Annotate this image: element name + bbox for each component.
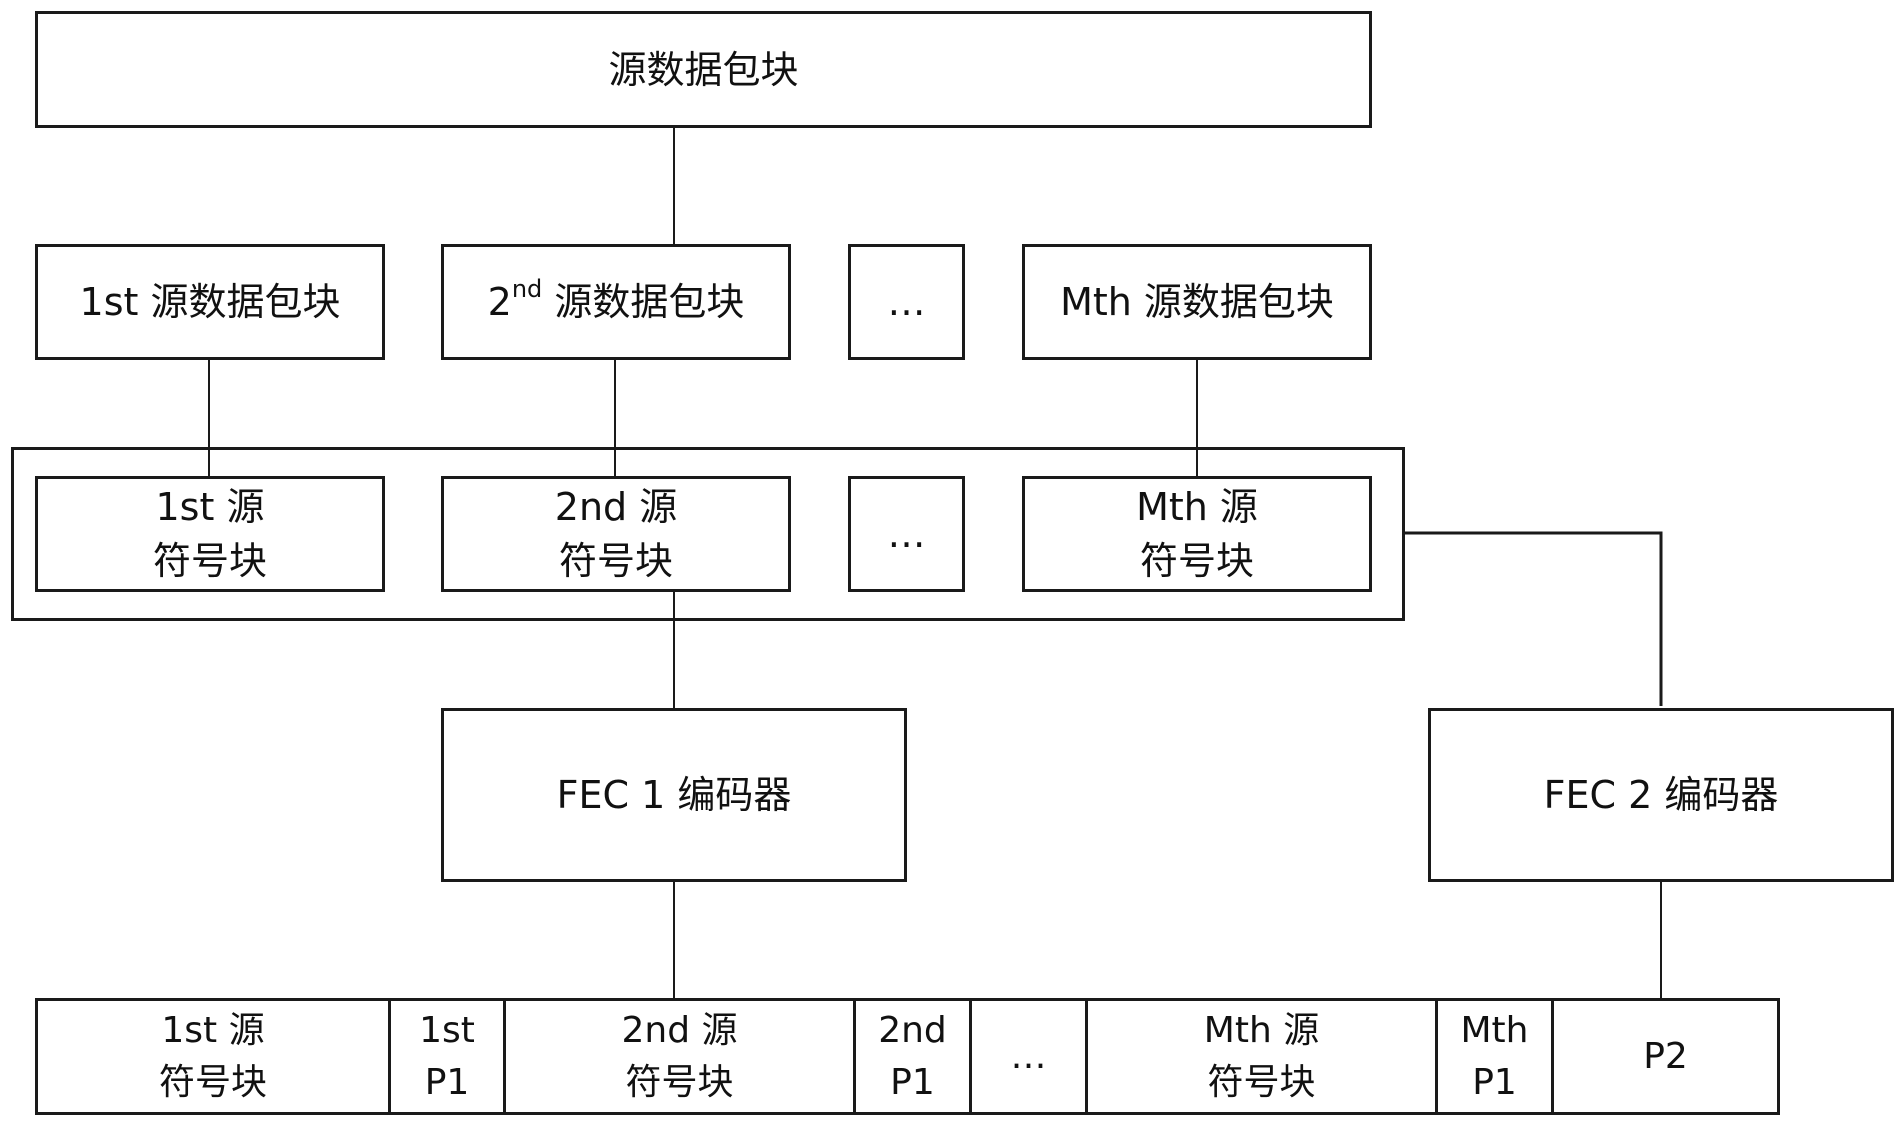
output-cell-1st-p1: 1st P1 — [388, 1001, 503, 1112]
output-cell-1st-p1-line1: 1st — [419, 1005, 475, 1057]
symbol-block-ellipsis-label: … — [888, 507, 926, 561]
packet-block-2nd: 2nd 源数据包块 — [441, 244, 791, 360]
symbol-block-mth: Mth 源 符号块 — [1022, 476, 1372, 592]
source-packet-block: 源数据包块 — [35, 11, 1372, 128]
output-cell-1st-source: 1st 源 符号块 — [38, 1001, 388, 1112]
line-group-to-fec2 — [1405, 533, 1661, 706]
packet-block-ellipsis: … — [848, 244, 965, 360]
packet-block-1st-label: 1st 源数据包块 — [80, 275, 341, 329]
output-cell-2nd-p1: 2nd P1 — [853, 1001, 969, 1112]
packet-block-2nd-sup: nd — [512, 275, 542, 303]
fec1-encoder: FEC 1 编码器 — [441, 708, 907, 882]
packet-block-ellipsis-label: … — [888, 275, 926, 329]
symbol-block-1st: 1st 源 符号块 — [35, 476, 385, 592]
packet-block-2nd-num: 2 — [488, 280, 512, 324]
output-cell-1st-source-line2: 符号块 — [159, 1057, 267, 1109]
output-cell-2nd-source-line1: 2nd 源 — [621, 1005, 737, 1057]
output-cell-mth-source-line1: Mth 源 — [1204, 1005, 1319, 1057]
output-cell-2nd-p1-line1: 2nd — [878, 1005, 947, 1057]
output-cell-ellipsis-label: … — [1011, 1031, 1047, 1083]
symbol-block-mth-line1: Mth 源 — [1136, 480, 1258, 534]
symbol-block-mth-line2: 符号块 — [1136, 534, 1258, 588]
output-cell-ellipsis: … — [969, 1001, 1085, 1112]
symbol-block-2nd-line1: 2nd 源 — [555, 480, 677, 534]
output-cell-2nd-source: 2nd 源 符号块 — [503, 1001, 853, 1112]
symbol-block-1st-line2: 符号块 — [153, 534, 267, 588]
fec2-encoder: FEC 2 编码器 — [1428, 708, 1894, 882]
output-cell-mth-p1-line1: Mth — [1461, 1005, 1529, 1057]
output-cell-1st-source-line1: 1st 源 — [159, 1005, 267, 1057]
symbol-block-1st-line1: 1st 源 — [153, 480, 267, 534]
symbol-block-ellipsis: … — [848, 476, 965, 592]
packet-block-2nd-rest: 源数据包块 — [542, 280, 744, 324]
packet-block-2nd-label: 2nd 源数据包块 — [488, 275, 745, 329]
output-cell-mth-source: Mth 源 符号块 — [1085, 1001, 1435, 1112]
output-cell-mth-p1: Mth P1 — [1435, 1001, 1551, 1112]
packet-block-mth: Mth 源数据包块 — [1022, 244, 1372, 360]
output-cell-mth-source-line2: 符号块 — [1204, 1057, 1319, 1109]
symbol-block-2nd: 2nd 源 符号块 — [441, 476, 791, 592]
source-packet-block-label: 源数据包块 — [608, 43, 798, 97]
fec2-encoder-label: FEC 2 编码器 — [1544, 768, 1779, 822]
symbol-block-2nd-line2: 符号块 — [555, 534, 677, 588]
output-cell-1st-p1-line2: P1 — [419, 1057, 475, 1109]
packet-block-mth-label: Mth 源数据包块 — [1060, 275, 1334, 329]
output-block-strip: 1st 源 符号块 1st P1 2nd 源 符号块 2nd P1 … — [35, 998, 1780, 1115]
output-cell-2nd-source-line2: 符号块 — [621, 1057, 737, 1109]
output-cell-p2-label: P2 — [1643, 1031, 1688, 1083]
output-cell-2nd-p1-line2: P1 — [878, 1057, 947, 1109]
packet-block-1st: 1st 源数据包块 — [35, 244, 385, 360]
output-cell-p2: P2 — [1551, 1001, 1777, 1112]
output-cell-mth-p1-line2: P1 — [1461, 1057, 1529, 1109]
fec1-encoder-label: FEC 1 编码器 — [557, 768, 792, 822]
